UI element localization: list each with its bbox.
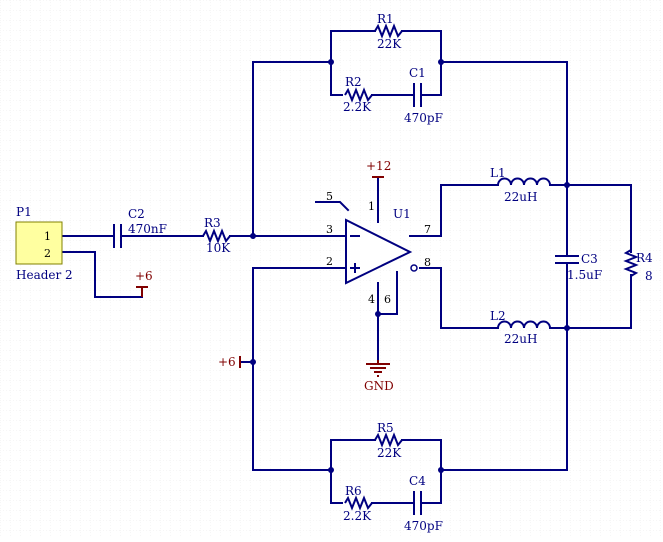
inductor-l2[interactable]: L2 22uH [490,309,551,346]
u1-pin-8: 8 [424,256,431,269]
c4-ref: C4 [409,474,426,488]
c2-value: 470nF [128,222,167,236]
resistor-r4[interactable]: R4 8 [623,249,653,283]
capacitor-c1[interactable]: C1 470pF [404,66,443,125]
capacitor-c4[interactable]: C4 470pF [404,474,443,533]
header-pin-2: 2 [44,247,51,260]
l1-value: 22uH [504,190,537,204]
c1-ref: C1 [409,66,426,80]
resistor-r2[interactable]: R2 2.2K [343,75,373,114]
junctions [250,59,570,473]
capacitor-c3[interactable]: C3 1.5uF [555,252,602,282]
capacitor-c2[interactable]: C2 470nF [113,207,167,248]
r1-value: 22K [377,37,402,51]
header-p1[interactable]: P1 1 2 Header 2 [15,205,73,282]
r3-ref: R3 [204,216,221,230]
u1-ref: U1 [393,207,411,221]
pin8-bubble [410,264,418,272]
u1-pin-1: 1 [368,200,375,213]
u1-pin-7: 7 [424,223,431,236]
header-value: Header 2 [16,268,73,282]
resistor-r6[interactable]: R6 2.2K [343,484,373,523]
r5-ref: R5 [377,421,394,435]
gnd-label: GND [364,379,394,393]
u1-pin-2: 2 [326,255,333,268]
plus12-label: +12 [366,159,391,173]
r2-value: 2.2K [343,100,372,114]
c3-value: 1.5uF [567,268,602,282]
power-port-plus6-left[interactable]: +6 [218,355,241,369]
resistor-r1[interactable]: R1 22K [374,12,403,51]
r6-ref: R6 [345,484,362,498]
resistor-r5[interactable]: R5 22K [374,421,403,460]
r3-value: 10K [206,241,231,255]
l2-value: 22uH [504,332,537,346]
c2-ref: C2 [128,207,145,221]
resistor-r3[interactable]: R3 10K [202,216,231,255]
header-ref: P1 [16,205,32,219]
r5-value: 22K [377,446,402,460]
r2-ref: R2 [345,75,362,89]
c4-value: 470pF [404,519,443,533]
r1-ref: R1 [377,12,394,26]
opamp-body [345,218,413,285]
l2-ref: L2 [490,309,506,323]
u1-pin-5: 5 [326,190,333,203]
plus6-header-label: +6 [135,269,153,283]
header-body [15,221,63,265]
ground-symbol[interactable]: GND [364,360,394,393]
c1-value: 470pF [404,111,443,125]
c3-ref: C3 [581,252,598,266]
power-port-plus12[interactable]: +12 [366,159,391,178]
l1-ref: L1 [490,166,506,180]
r4-ref: R4 [636,251,653,265]
r4-value: 8 [645,269,653,283]
u1-pin-4: 4 [368,293,375,306]
header-pin-1: 1 [44,230,51,243]
u1-pin-6: 6 [384,293,391,306]
power-port-plus6-header[interactable]: +6 [135,269,153,297]
u1-pin-3: 3 [326,223,333,236]
inductor-l1[interactable]: L1 22uH [490,166,551,204]
plus6-left-label: +6 [218,355,236,369]
opamp-u1[interactable]: U1 5 3 2 1 7 8 4 6 [326,190,431,306]
r6-value: 2.2K [343,509,372,523]
